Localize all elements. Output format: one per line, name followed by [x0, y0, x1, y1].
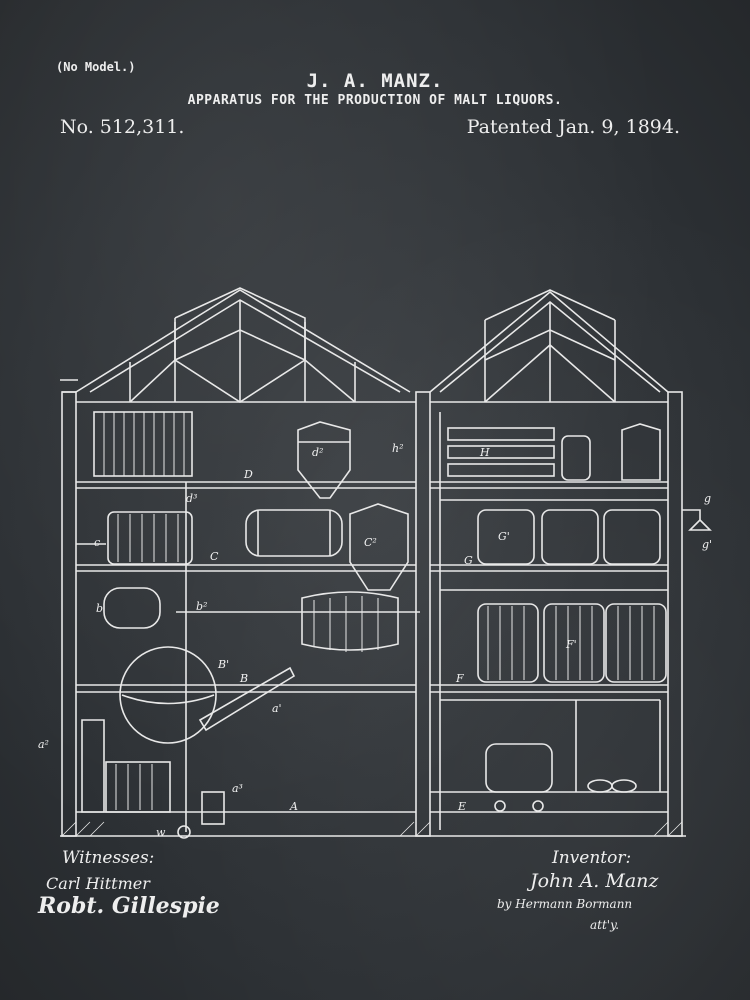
label-a2: a² [38, 738, 49, 751]
fermenting-tanks [477, 509, 661, 565]
label-h: H [479, 446, 490, 459]
label-b2: b² [196, 600, 207, 613]
tank-b1 [93, 411, 193, 477]
label-c-lower: c [94, 536, 100, 549]
label-c: C [210, 550, 219, 563]
inventor-label: Inventor: [552, 848, 632, 868]
cooler-h-1 [447, 427, 555, 441]
label-d3: d³ [186, 492, 197, 505]
pump [201, 791, 225, 825]
tank-a1 [105, 761, 171, 813]
label-g1: g' [702, 538, 712, 551]
label-h2: h² [392, 442, 404, 455]
label-b1: B' [217, 658, 229, 671]
kettle-c [107, 511, 193, 565]
label-d: D [243, 468, 253, 481]
left-roof-truss [75, 287, 416, 403]
figure-reference-labels: D C B B' A E F G c b a' a² a³ w g g' H h… [38, 442, 712, 839]
inventor-heading: J. A. MANZ. [306, 70, 444, 92]
label-f: F [455, 672, 464, 685]
horizontal-boiler [245, 509, 343, 557]
right-wall [667, 391, 683, 837]
center-wall [415, 391, 431, 837]
cooler-h-2 [447, 445, 555, 459]
label-g2: G' [498, 530, 510, 543]
label-e: E [457, 800, 466, 813]
attorney-suffix: att'y. [590, 918, 620, 932]
label-a1: a' [272, 702, 282, 715]
cooler-h-3 [447, 463, 555, 477]
label-d2: d² [312, 446, 323, 459]
spherical-vessel [119, 646, 217, 744]
label-b: B [239, 672, 248, 685]
no-model-note: (No Model.) [56, 60, 136, 74]
label-c2: C² [364, 536, 377, 549]
witness-signature-1: Carl Hittmer [46, 874, 150, 893]
attorney-line: by Hermann Bormann [497, 897, 633, 911]
storage-tanks [477, 603, 667, 683]
label-f1: F' [565, 638, 577, 651]
label-a3: a³ [232, 782, 243, 795]
tank-h2-small [561, 435, 591, 481]
inventor-signature: John A. Manz [530, 870, 659, 892]
patent-number: No. 512,311. [60, 116, 185, 138]
patent-date: Patented Jan. 9, 1894. [466, 116, 680, 138]
label-a: A [289, 800, 298, 813]
label-g-lower: g [704, 492, 711, 505]
kettle-c2 [349, 503, 409, 591]
cooker-b1 [103, 587, 161, 629]
mash-tun [301, 591, 399, 651]
right-roof-truss [429, 289, 669, 403]
label-w: w [156, 826, 166, 839]
witness-signature-2: Robt. Gillespie [38, 893, 220, 919]
tank-h3 [621, 423, 661, 481]
conveyor [198, 666, 296, 732]
patent-title: APPARATUS FOR THE PRODUCTION OF MALT LIQ… [187, 93, 563, 108]
left-wall [61, 391, 77, 837]
witnesses-label: Witnesses: [62, 848, 155, 868]
barrel-cart [485, 743, 553, 793]
label-b-lower: b [96, 602, 103, 615]
label-g: G [464, 554, 473, 567]
hopper-d2 [297, 421, 351, 499]
